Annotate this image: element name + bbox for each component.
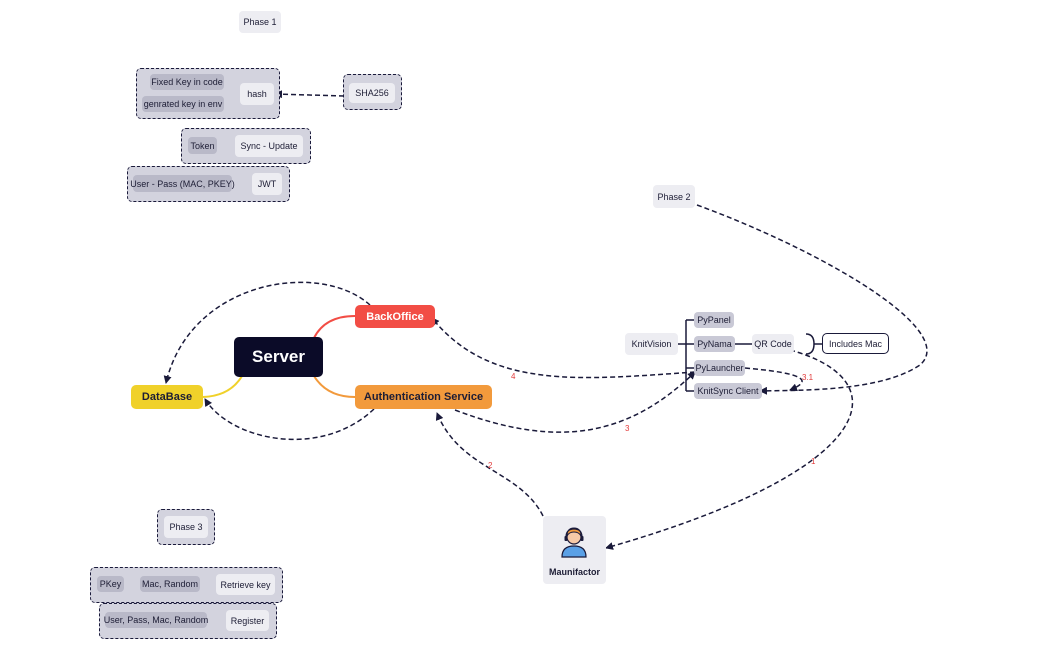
edge-label-3-1: 3.1 [802,373,814,382]
pypanel-node[interactable]: PyPanel [694,312,734,328]
person-headset-icon [561,527,587,558]
includes-mac-node[interactable]: Includes Mac [822,333,889,354]
auth-to-database-flow [204,398,375,441]
edge-label-2: 2 [488,461,493,470]
edge-label-3: 3 [625,424,630,433]
server-to-database-link [202,375,243,398]
sha256-node[interactable]: SHA256 [349,83,395,103]
jwt-node[interactable]: JWT [252,173,282,195]
authentication-service-node[interactable]: Authentication Service [355,385,492,409]
edge-label-1: 1 [811,457,816,466]
qr-code-node[interactable]: QR Code [752,334,794,354]
server-node[interactable]: Server [234,337,323,377]
user-pass-mac-random-node[interactable]: User, Pass, Mac, Random [104,612,208,628]
qr-to-maunifactor-flow-1 [605,349,854,550]
knitvision-node[interactable]: KnitVision [625,333,678,355]
phase-3-label[interactable]: Phase 3 [164,516,208,538]
phase-2-label[interactable]: Phase 2 [653,185,695,208]
user-pass-node[interactable]: User - Pass (MAC, PKEY) [130,175,235,192]
mac-random-node[interactable]: Mac, Random [140,576,200,592]
qr-brace-link [805,333,822,355]
retrieve-key-node[interactable]: Retrieve key [216,574,275,595]
sha256-to-hash-link [274,90,345,99]
pkey-node[interactable]: PKey [97,576,124,592]
edge-label-4: 4 [511,372,516,381]
pynama-node[interactable]: PyNama [694,336,735,352]
knitsync-client-node[interactable]: KnitSync Client [694,383,762,399]
server-to-backoffice-link [313,315,356,339]
register-node[interactable]: Register [226,610,269,631]
database-node[interactable]: DataBase [131,385,203,409]
fixed-key-node[interactable]: Fixed Key in code [150,74,224,90]
token-node[interactable]: Token [188,137,217,154]
generated-key-node[interactable]: genrated key in env [142,96,224,112]
phase-1-label[interactable]: Phase 1 [239,11,281,33]
maunifactor-card[interactable]: Maunifactor [543,516,606,584]
knitvision-tree-link [678,319,694,392]
pylauncher-node[interactable]: PyLauncher [694,360,745,376]
maunifactor-label: Maunifactor [548,567,600,577]
backoffice-node[interactable]: BackOffice [355,305,435,328]
server-to-auth-link [313,375,356,398]
sync-update-node[interactable]: Sync - Update [235,135,303,157]
hash-node[interactable]: hash [240,83,274,105]
